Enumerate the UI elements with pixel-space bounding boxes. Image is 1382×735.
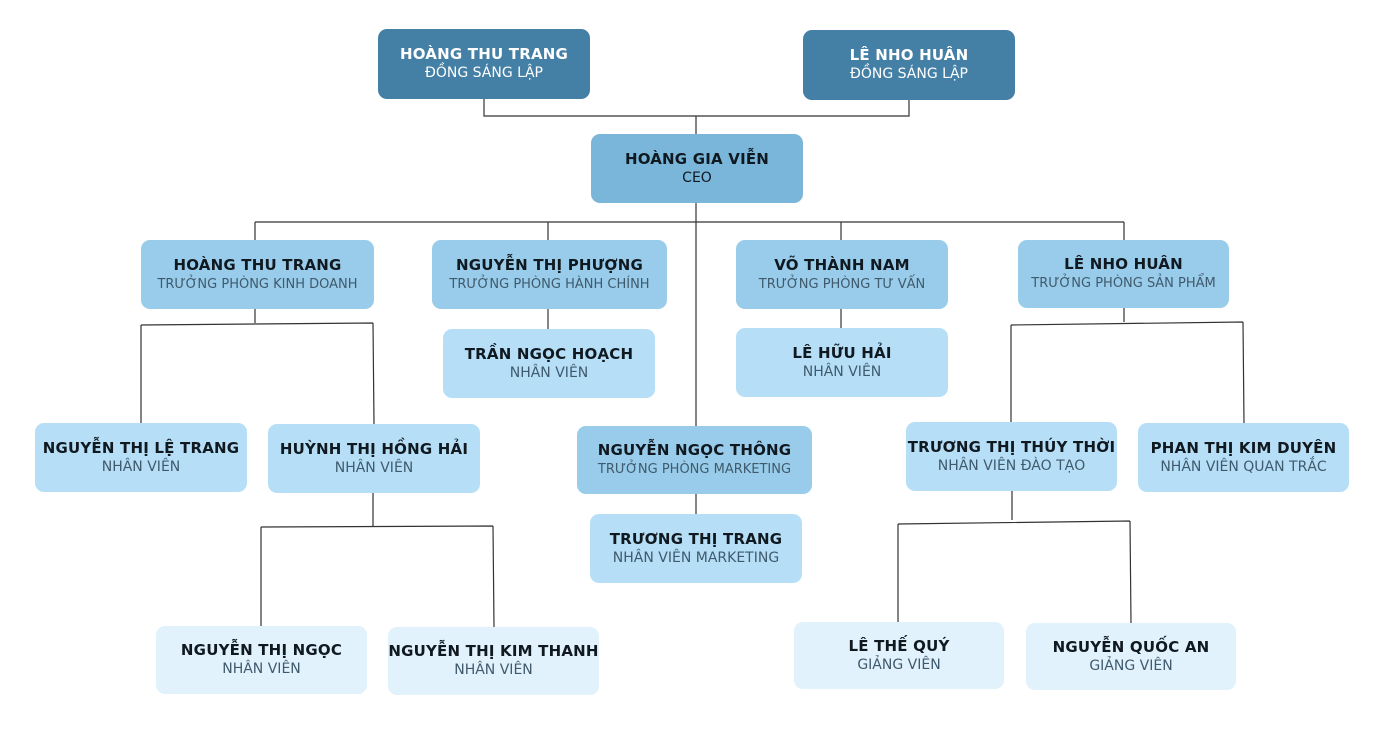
node-name: NGUYỄN THỊ PHƯỢNG <box>456 255 643 274</box>
staff-product-monitor: PHAN THỊ KIM DUYÊN NHÂN VIÊN QUAN TRẮC <box>1138 423 1349 492</box>
lecturer-2: NGUYỄN QUỐC AN GIẢNG VIÊN <box>1026 623 1236 690</box>
staff-marketing: TRƯƠNG THỊ TRANG NHÂN VIÊN MARKETING <box>590 514 802 583</box>
node-name: NGUYỄN THỊ KIM THANH <box>388 642 599 660</box>
connector-sales-sub <box>260 492 495 628</box>
node-name: HOÀNG THU TRANG <box>173 255 342 274</box>
connector-founders-ceo <box>483 99 910 134</box>
founder-hoang-thu-trang: HOÀNG THU TRANG ĐỒNG SÁNG LẬP <box>378 29 590 99</box>
sub-staff-sales-2: NGUYỄN THỊ KIM THANH NHÂN VIÊN <box>388 627 599 695</box>
node-name: PHAN THỊ KIM DUYÊN <box>1150 438 1337 457</box>
node-role: GIẢNG VIÊN <box>1089 657 1173 674</box>
node-name: NGUYỄN NGỌC THÔNG <box>597 441 792 459</box>
node-name: TRƯƠNG THỊ THÚY THỜI <box>907 437 1116 456</box>
node-role: GIẢNG VIÊN <box>857 656 941 673</box>
node-name: TRẦN NGỌC HOẠCH <box>464 344 634 363</box>
node-name: LÊ HỮU HẢI <box>792 343 892 362</box>
head-sales: HOÀNG THU TRANG TRƯỞNG PHÒNG KINH DOANH <box>141 240 374 309</box>
staff-admin: TRẦN NGỌC HOẠCH NHÂN VIÊN <box>443 329 655 398</box>
node-name: HUỲNH THỊ HỒNG HẢI <box>279 439 469 458</box>
head-admin: NGUYỄN THỊ PHƯỢNG TRƯỞNG PHÒNG HÀNH CHÍN… <box>432 240 667 309</box>
node-role: NHÂN VIÊN <box>101 458 181 475</box>
node-name: LÊ THẾ QUÝ <box>848 636 950 655</box>
node-role: ĐỒNG SÁNG LẬP <box>425 65 543 81</box>
node-name: NGUYỄN THỊ LỆ TRANG <box>42 438 240 457</box>
founder-le-nho-huan: LÊ NHO HUÂN ĐỒNG SÁNG LẬP <box>803 30 1015 100</box>
connector-product-staff <box>1010 308 1245 424</box>
staff-sales-1: NGUYỄN THỊ LỆ TRANG NHÂN VIÊN <box>35 423 247 492</box>
node-role: NHÂN VIÊN <box>334 459 414 476</box>
head-consult: VÕ THÀNH NAM TRƯỞNG PHÒNG TƯ VẤN <box>736 240 948 309</box>
head-marketing: NGUYỄN NGỌC THÔNG TRƯỞNG PHÒNG MARKETING <box>577 426 812 494</box>
node-role: TRƯỞNG PHÒNG MARKETING <box>597 462 792 477</box>
node-name: LÊ NHO HUÂN <box>849 46 969 64</box>
node-name: NGUYỄN THỊ NGỌC <box>180 641 343 659</box>
head-product: LÊ NHO HUÂN TRƯỞNG PHÒNG SẢN PHẨM <box>1018 240 1229 308</box>
node-role: NHÂN VIÊN MARKETING <box>612 549 780 566</box>
node-role: NHÂN VIÊN <box>222 661 301 677</box>
node-role: ĐỒNG SÁNG LẬP <box>850 66 968 82</box>
node-role: TRƯỞNG PHÒNG TƯ VẤN <box>758 276 926 292</box>
staff-sales-2: HUỲNH THỊ HỒNG HẢI NHÂN VIÊN <box>268 424 480 493</box>
node-role: NHÂN VIÊN <box>802 363 882 380</box>
node-role: NHÂN VIÊN <box>509 364 589 381</box>
staff-product-trainer: TRƯƠNG THỊ THÚY THỜI NHÂN VIÊN ĐÀO TẠO <box>906 422 1117 491</box>
connector-trainer-lecturers <box>897 490 1132 624</box>
node-role: TRƯỞNG PHÒNG HÀNH CHÍNH <box>449 276 650 292</box>
node-role: TRƯỞNG PHÒNG KINH DOANH <box>157 276 358 292</box>
node-name: TRƯƠNG THỊ TRANG <box>609 529 783 548</box>
sub-staff-sales-1: NGUYỄN THỊ NGỌC NHÂN VIÊN <box>156 626 367 694</box>
node-name: HOÀNG THU TRANG <box>399 45 569 63</box>
node-name: HOÀNG GIA VIỄN <box>624 149 770 168</box>
node-name: NGUYỄN QUỐC AN <box>1052 637 1210 656</box>
node-role: NHÂN VIÊN ĐÀO TẠO <box>937 457 1086 474</box>
node-role: NHÂN VIÊN QUAN TRẮC <box>1160 458 1327 475</box>
connector-ceo-heads <box>254 221 1125 240</box>
staff-consult: LÊ HỮU HẢI NHÂN VIÊN <box>736 328 948 397</box>
node-name: LÊ NHO HUÂN <box>1064 255 1183 273</box>
lecturer-1: LÊ THẾ QUÝ GIẢNG VIÊN <box>794 622 1004 689</box>
node-name: VÕ THÀNH NAM <box>774 255 910 274</box>
node-role: NHÂN VIÊN <box>454 662 533 678</box>
connector-sales-staff <box>140 309 375 425</box>
ceo-hoang-gia-vien: HOÀNG GIA VIỄN CEO <box>591 134 803 203</box>
node-role: TRƯỞNG PHÒNG SẢN PHẨM <box>1031 276 1216 291</box>
node-role: CEO <box>682 169 712 186</box>
